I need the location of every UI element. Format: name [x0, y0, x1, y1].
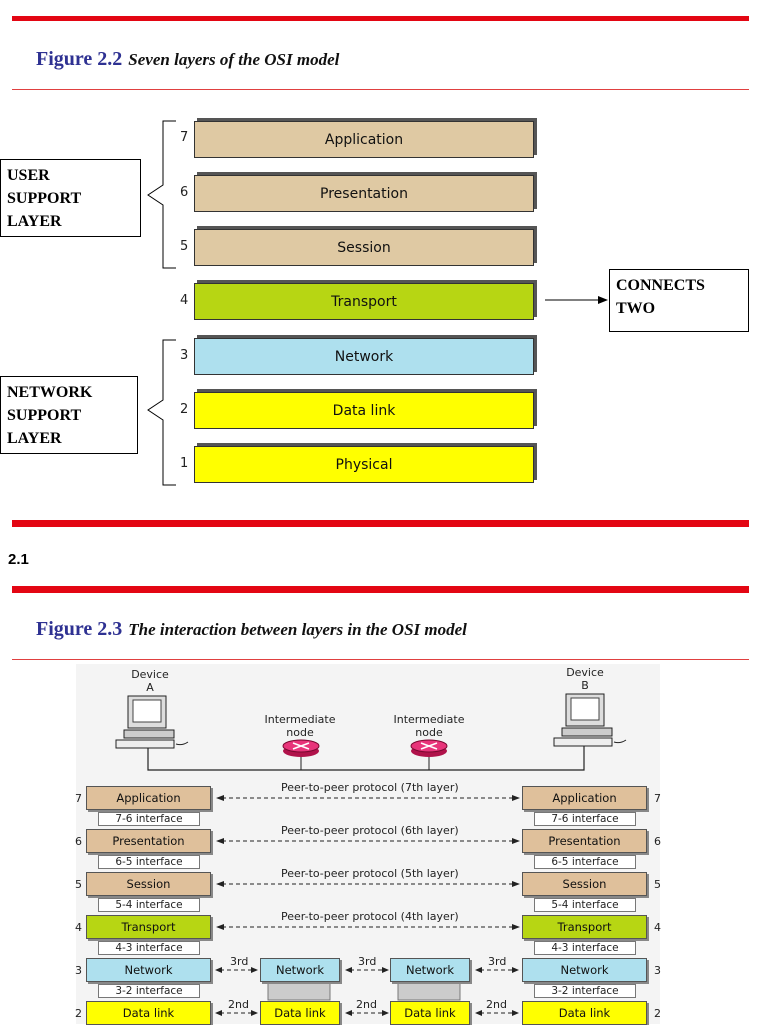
figure-2-2-title-rule — [12, 89, 749, 90]
device-b-7-6-interface: 7-6 interface — [534, 812, 636, 826]
layer-session: Session — [194, 229, 534, 266]
layer-network: Network — [194, 338, 534, 375]
hop-2nd-a: 2nd — [228, 998, 249, 1011]
hop-3rd-b: 3rd — [358, 955, 377, 968]
peer-protocol-6: Peer-to-peer protocol (6th layer) — [281, 824, 459, 837]
layer-physical: Physical — [194, 446, 534, 483]
middle-red-rule — [12, 520, 749, 527]
section-label: 2.1 — [8, 551, 29, 568]
node-1-network: Network — [260, 958, 340, 982]
layer-number-2: 2 — [180, 402, 189, 417]
figure-2-2-caption: Seven layers of the OSI model — [128, 50, 340, 69]
node-1-data-link: Data link — [260, 1001, 340, 1025]
network-drawing — [115, 693, 627, 1016]
device-a-7-6-interface: 7-6 interface — [98, 812, 200, 826]
device-b-presentation: Presentation — [522, 829, 647, 853]
router-2-icon — [410, 739, 448, 757]
brace-and-arrow-lines — [147, 120, 608, 486]
device-a-network: Network — [86, 958, 211, 982]
row-3-number-left: 3 — [75, 964, 82, 977]
device-a-session: Session — [86, 872, 211, 896]
device-a-label: Device A — [131, 668, 169, 694]
layer-number-6: 6 — [180, 185, 189, 200]
device-b-6-5-interface: 6-5 interface — [534, 855, 636, 869]
peer-protocol-5: Peer-to-peer protocol (5th layer) — [281, 867, 459, 880]
network-support-brace — [147, 339, 176, 486]
device-a-application: Application — [86, 786, 211, 810]
device-a-transport: Transport — [86, 915, 211, 939]
row-6-number-left: 6 — [75, 835, 82, 848]
computer-a-icon — [115, 695, 189, 749]
layer-number-7: 7 — [180, 130, 189, 145]
figure-2-2-title: Figure 2.2 Seven layers of the OSI model — [36, 48, 339, 71]
row-4-number-right: 4 — [654, 921, 661, 934]
layer-data-link: Data link — [194, 392, 534, 429]
layer-number-1: 1 — [180, 456, 189, 471]
row-5-number-right: 5 — [654, 878, 661, 891]
lower-red-rule — [12, 586, 749, 593]
device-b-network: Network — [522, 958, 647, 982]
device-b-transport: Transport — [522, 915, 647, 939]
figure-2-3-number: Figure 2.3 — [36, 618, 123, 640]
row-2-number-left: 2 — [75, 1007, 82, 1020]
figure-2-3-title: Figure 2.3 The interaction between layers… — [36, 618, 467, 641]
device-b-data-link: Data link — [522, 1001, 647, 1025]
peer-protocol-7: Peer-to-peer protocol (7th layer) — [281, 781, 459, 794]
row-2-number-right: 2 — [654, 1007, 661, 1020]
intermediate-node-1-label: Intermediate node — [264, 713, 336, 739]
device-a-presentation: Presentation — [86, 829, 211, 853]
connects-arrow-head — [598, 296, 608, 304]
user-support-layer-label: USER SUPPORT LAYER — [0, 159, 141, 237]
peer-arrows — [220, 797, 514, 1014]
peer-protocol-4: Peer-to-peer protocol (4th layer) — [281, 910, 459, 923]
layer-number-4: 4 — [180, 293, 189, 308]
device-b-session: Session — [522, 872, 647, 896]
device-b-3-2-interface: 3-2 interface — [534, 984, 636, 998]
device-a-6-5-interface: 6-5 interface — [98, 855, 200, 869]
figure-2-2-number: Figure 2.2 — [36, 48, 123, 70]
layer-application: Application — [194, 121, 534, 158]
row-7-number-right: 7 — [654, 792, 661, 805]
device-b-4-3-interface: 4-3 interface — [534, 941, 636, 955]
layer-presentation: Presentation — [194, 175, 534, 212]
node-2-data-link: Data link — [390, 1001, 470, 1025]
connects-two-label: CONNECTS TWO — [609, 269, 749, 332]
computer-b-icon — [553, 693, 627, 747]
network-support-layer-label: NETWORK SUPPORT LAYER — [0, 376, 138, 454]
router-1-icon — [282, 739, 320, 757]
row-3-number-right: 3 — [654, 964, 661, 977]
figure-2-3-caption: The interaction between layers in the OS… — [128, 620, 467, 639]
device-b-5-4-interface: 5-4 interface — [534, 898, 636, 912]
figure-2-3-title-rule — [12, 659, 749, 660]
layer-number-3: 3 — [180, 348, 189, 363]
hop-2nd-c: 2nd — [486, 998, 507, 1011]
hop-3rd-c: 3rd — [488, 955, 507, 968]
row-4-number-left: 4 — [75, 921, 82, 934]
row-7-number-left: 7 — [75, 792, 82, 805]
peer-arrowheads — [215, 795, 520, 1016]
device-a-5-4-interface: 5-4 interface — [98, 898, 200, 912]
device-a-4-3-interface: 4-3 interface — [98, 941, 200, 955]
hop-3rd-a: 3rd — [230, 955, 249, 968]
layer-number-5: 5 — [180, 239, 189, 254]
backbone-line — [147, 746, 585, 771]
top-red-rule — [12, 16, 749, 21]
device-a-3-2-interface: 3-2 interface — [98, 984, 200, 998]
device-b-application: Application — [522, 786, 647, 810]
hop-2nd-b: 2nd — [356, 998, 377, 1011]
user-support-brace — [147, 120, 176, 269]
layer-transport: Transport — [194, 283, 534, 320]
device-b-label: Device B — [566, 666, 604, 692]
intermediate-node-2-label: Intermediate node — [393, 713, 465, 739]
row-6-number-right: 6 — [654, 835, 661, 848]
node-2-network: Network — [390, 958, 470, 982]
device-a-data-link: Data link — [86, 1001, 211, 1025]
row-5-number-left: 5 — [75, 878, 82, 891]
